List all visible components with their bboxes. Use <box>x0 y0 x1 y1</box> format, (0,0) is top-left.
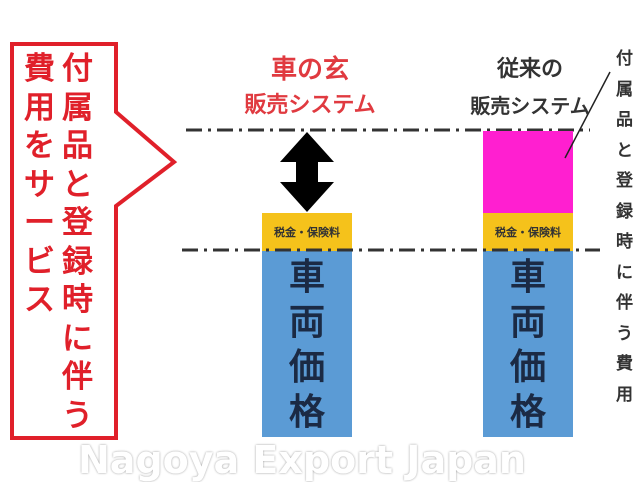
char: 録 <box>62 243 93 280</box>
char: 車 <box>509 257 546 298</box>
right-fee-block <box>483 213 573 251</box>
char: 格 <box>509 392 546 433</box>
char: 費 <box>24 51 55 87</box>
char: ー <box>24 205 55 241</box>
char: 付 <box>616 49 633 69</box>
char: 価 <box>509 347 546 388</box>
callout-box <box>10 42 178 440</box>
char: に <box>616 262 633 283</box>
magenta-accessory-block <box>483 131 573 213</box>
watermark: Nagoya Export Japan <box>78 438 526 482</box>
callout-text-left: 費 用 を サ ー ビ ス <box>24 50 55 320</box>
left-price-label: 車 両 価 格 <box>262 255 352 435</box>
left-fee-label: 税金・保険料 <box>274 226 340 239</box>
char: 格 <box>288 392 325 433</box>
char: を <box>24 128 55 164</box>
char: と <box>616 140 633 161</box>
title-line1: 車の玄 <box>270 55 349 85</box>
char: 録 <box>616 201 633 222</box>
char: に <box>62 320 93 357</box>
char: 用 <box>24 89 55 126</box>
char: 両 <box>509 302 546 343</box>
char: 両 <box>288 302 325 343</box>
right-price-block <box>483 251 573 437</box>
char: ス <box>24 282 55 318</box>
char: 費 <box>616 354 633 374</box>
title-line1: 従来の <box>496 57 563 82</box>
char: 価 <box>288 347 325 388</box>
title-line2: 販売システム <box>244 93 376 118</box>
char: う <box>62 397 93 434</box>
char: 伴 <box>62 359 93 395</box>
left-system-title: 車の玄 販売システム <box>230 52 390 124</box>
leader-line <box>564 71 611 159</box>
char: 付 <box>62 51 93 87</box>
char: う <box>616 323 633 344</box>
right-price-label: 車 両 価 格 <box>483 255 573 435</box>
char: サ <box>24 166 55 203</box>
char: と <box>62 166 93 203</box>
char: 時 <box>62 282 93 318</box>
left-price-block <box>262 251 352 437</box>
char: 用 <box>616 384 633 405</box>
char: 伴 <box>616 293 633 313</box>
callout-text-right: 付 属 品 と 登 録 時 に 伴 う <box>62 50 93 435</box>
side-note: 付 属 品 と 登 録 時 に 伴 う 費 用 <box>616 44 633 410</box>
char: 品 <box>616 110 633 130</box>
char: 属 <box>62 89 93 126</box>
right-system-title: 従来の 販売システム <box>450 52 610 124</box>
char: 時 <box>616 232 633 252</box>
double-arrow-icon <box>280 132 334 212</box>
title-line2: 販売システム <box>470 94 590 118</box>
char: ビ <box>24 243 55 280</box>
left-fee-block <box>262 213 352 251</box>
char: 車 <box>288 257 325 298</box>
char: 登 <box>616 171 633 191</box>
char: 品 <box>62 128 93 164</box>
right-fee-label: 税金・保険料 <box>495 226 561 239</box>
char: 登 <box>62 205 93 241</box>
char: 属 <box>616 79 633 100</box>
